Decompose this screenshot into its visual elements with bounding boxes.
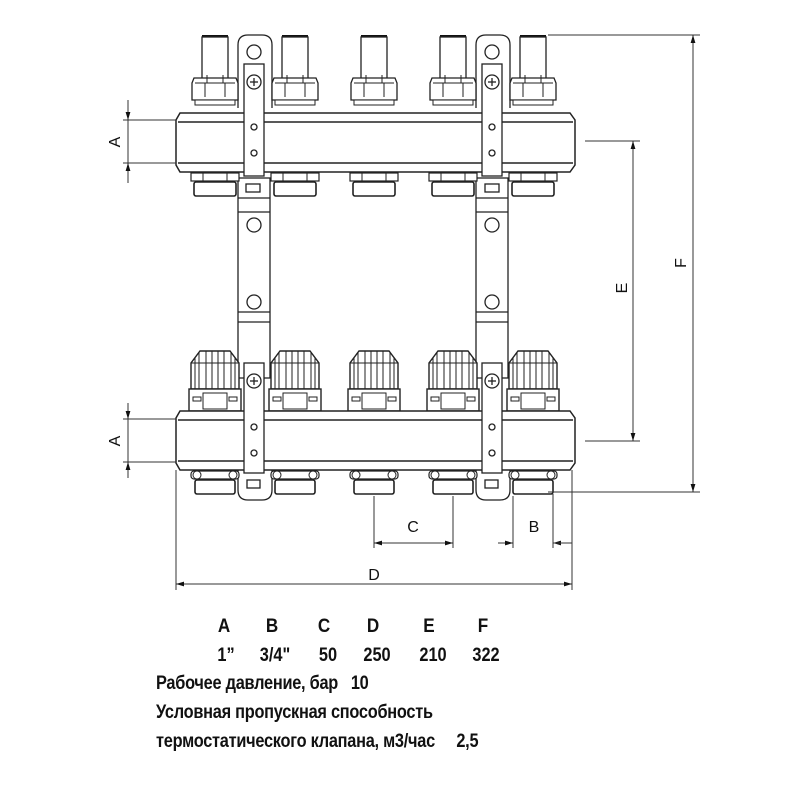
- working-pressure-label: Рабочее давление, бар: [156, 673, 339, 694]
- spec-value-e: 210: [419, 645, 447, 666]
- spec-header-f: F: [477, 616, 489, 637]
- dimension-lines: [123, 34, 700, 590]
- working-pressure-value: 10: [350, 673, 369, 694]
- flow-capacity-line2: термостатического клапана, м3/час 2,5: [156, 731, 479, 753]
- dim-label-d: D: [368, 567, 380, 584]
- spec-value-a: 1”: [217, 645, 235, 666]
- flow-capacity-label-line1: Условная пропускная способность: [156, 702, 433, 723]
- spec-header-b: B: [265, 616, 279, 637]
- spec-value-f: 322: [472, 645, 500, 666]
- dim-label-a-top: A: [107, 136, 124, 147]
- spec-header-c: C: [317, 616, 331, 637]
- dim-label-b: B: [529, 519, 540, 536]
- bottom-rail: [175, 410, 576, 471]
- spec-header-e: E: [423, 616, 435, 637]
- dim-label-e: E: [614, 283, 631, 294]
- manifold-drawing: A A E F C B D: [107, 34, 700, 590]
- flow-capacity-value: 2,5: [456, 731, 479, 752]
- dim-label-c: C: [407, 519, 419, 536]
- spec-value-d: 250: [363, 645, 391, 666]
- dim-label-a-bottom: A: [107, 435, 124, 446]
- bottom-clamps: [243, 362, 503, 474]
- spec-value-c: 50: [318, 645, 338, 666]
- dim-label-f: F: [673, 258, 690, 268]
- spec-value-b: 3/4": [259, 645, 291, 666]
- top-clamps: [243, 63, 503, 177]
- spec-header-a: A: [217, 616, 231, 637]
- working-pressure-line: Рабочее давление, бар 10: [156, 673, 369, 695]
- top-rail: [175, 112, 576, 173]
- spec-header-d: D: [366, 616, 380, 637]
- flow-capacity-label-line2: термостатического клапана, м3/час: [156, 731, 435, 752]
